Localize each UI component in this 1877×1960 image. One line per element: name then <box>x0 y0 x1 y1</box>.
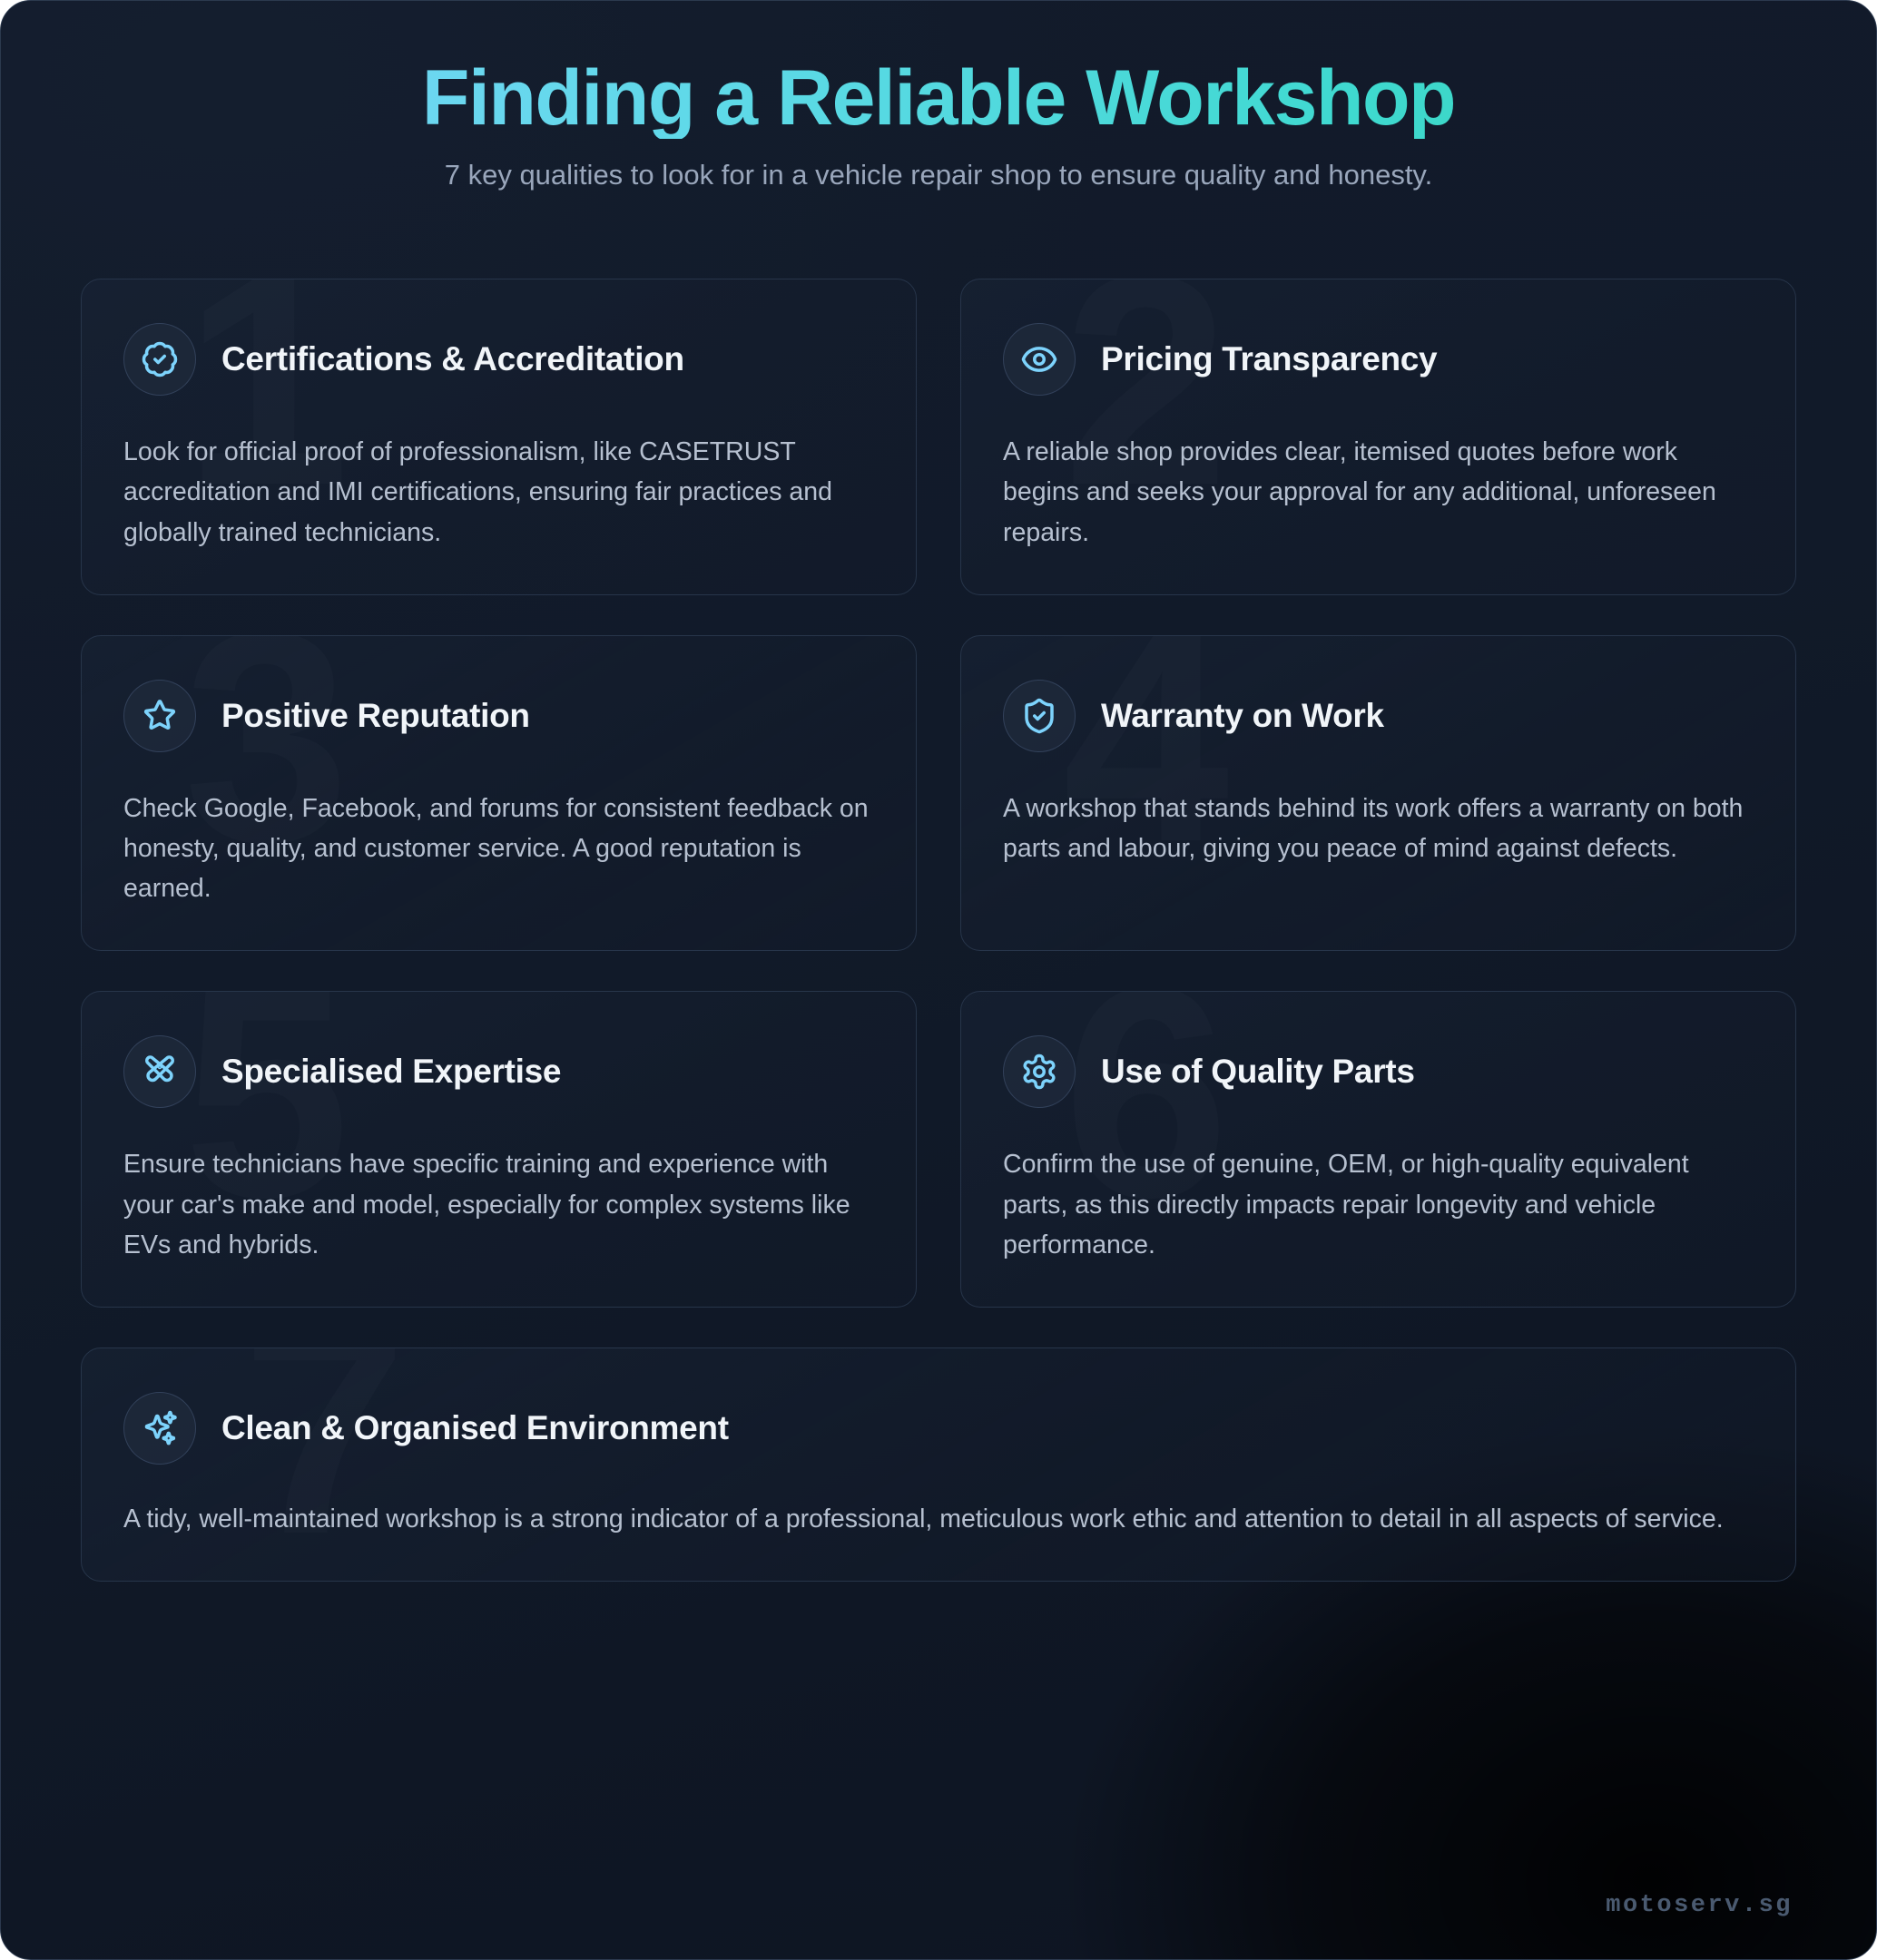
gear-icon <box>1003 1035 1076 1109</box>
header: Finding a Reliable Workshop 7 key qualit… <box>1 1 1876 191</box>
card-header: Certifications & Accreditation <box>123 323 874 397</box>
quality-card-clean-environment: 7 Clean & Organised Environment A tidy, … <box>81 1347 1796 1583</box>
card-description: A workshop that stands behind its work o… <box>1003 793 1744 863</box>
card-header: Pricing Transparency <box>1003 323 1754 397</box>
card-title: Clean & Organised Environment <box>221 1408 729 1446</box>
quality-card-pricing-transparency: 2 Pricing Transparency A reliable shop p… <box>960 279 1796 595</box>
card-description: A reliable shop provides clear, itemised… <box>1003 437 1716 547</box>
pliers-tool-icon <box>123 1035 196 1109</box>
eye-icon <box>1003 323 1076 397</box>
badge-check-icon <box>123 323 196 397</box>
quality-card-grid: 1 Certifications & Accreditation Look fo… <box>1 279 1876 1583</box>
quality-card-certifications: 1 Certifications & Accreditation Look fo… <box>81 279 917 595</box>
card-title: Certifications & Accreditation <box>221 340 684 378</box>
quality-card-specialised-expertise: 5 Specialised Expertise Ensure technicia… <box>81 991 917 1308</box>
card-description: Confirm the use of genuine, OEM, or high… <box>1003 1150 1689 1259</box>
card-title: Use of Quality Parts <box>1101 1053 1415 1091</box>
page-subtitle: 7 key qualities to look for in a vehicle… <box>444 159 1433 191</box>
quality-card-warranty-on-work: 4 Warranty on Work A workshop that stand… <box>960 634 1796 952</box>
card-description: A tidy, well-maintained workshop is a st… <box>123 1504 1724 1534</box>
card-header: Positive Reputation <box>123 679 874 752</box>
card-header: Warranty on Work <box>1003 679 1754 752</box>
card-header: Specialised Expertise <box>123 1035 874 1109</box>
card-title: Pricing Transparency <box>1101 340 1438 378</box>
card-description: Check Google, Facebook, and forums for c… <box>123 793 869 904</box>
card-title: Warranty on Work <box>1101 696 1384 734</box>
brand-watermark: motoserv.sg <box>1606 1892 1793 1919</box>
page-title: Finding a Reliable Workshop <box>1 57 1876 140</box>
card-header: Use of Quality Parts <box>1003 1035 1754 1109</box>
card-description: Look for official proof of professionali… <box>123 437 832 547</box>
quality-card-positive-reputation: 3 Positive Reputation Check Google, Face… <box>81 634 917 952</box>
star-icon <box>123 679 196 752</box>
sparkles-icon <box>123 1391 196 1465</box>
card-title: Specialised Expertise <box>221 1053 562 1091</box>
quality-card-quality-parts: 6 Use of Quality Parts Confirm the use o… <box>960 991 1796 1308</box>
card-title: Positive Reputation <box>221 696 530 734</box>
shield-check-icon <box>1003 679 1076 752</box>
card-header: Clean & Organised Environment <box>123 1391 1754 1465</box>
card-description: Ensure technicians have specific trainin… <box>123 1150 850 1259</box>
